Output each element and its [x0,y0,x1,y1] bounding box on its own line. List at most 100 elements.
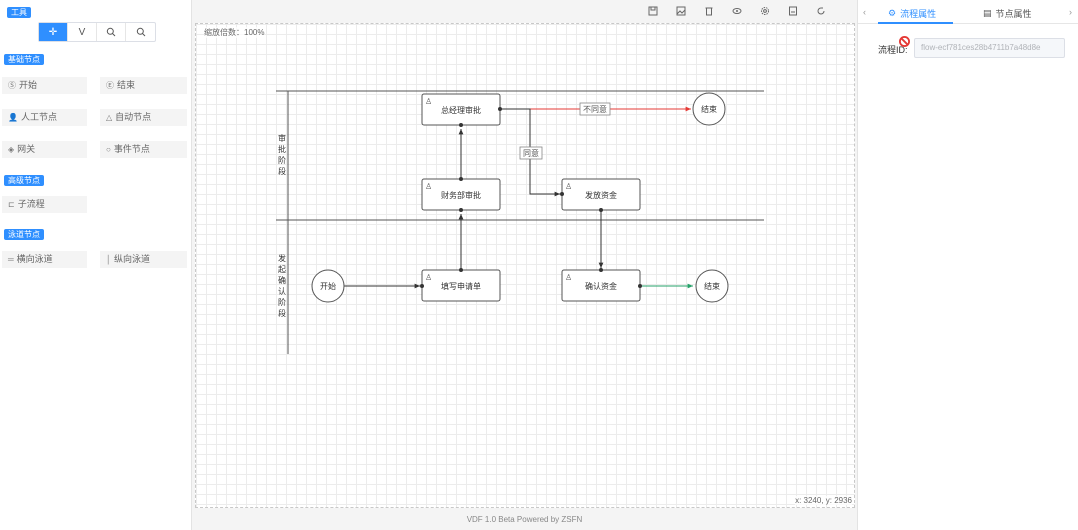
auto-icon: △ [106,113,113,122]
flow-canvas[interactable]: 缩放倍数：100% 审批阶段 发起确认阶段 [195,23,855,508]
palette-manual-node[interactable]: 👤人工节点 [2,109,87,126]
task-confirm-funds-label: 确认资金 [585,281,617,291]
tools-section-header: 工具 [7,7,31,18]
user-icon: ♙ [425,273,432,282]
task-release-funds-label: 发放资金 [585,190,617,200]
palette-vertical-lane[interactable]: │纵向泳道 [100,251,187,268]
palette-subprocess-label: 子流程 [17,199,45,209]
flow-settings-icon: ⚙ [888,8,897,18]
palette-end-label: 结束 [117,80,136,90]
preview-button[interactable] [731,5,743,17]
tab-node-properties[interactable]: ▤ 节点属性 [983,7,1032,20]
pool[interactable] [276,90,764,354]
palette-horizontal-lane-label: 横向泳道 [16,254,53,264]
end-event-top-label: 结束 [701,104,717,114]
edge-gm-reject-to-end[interactable]: 不同意 [500,102,691,116]
palette-auto-label: 自动节点 [115,112,152,122]
settings-icon [761,7,769,15]
subprocess-icon: ⊏ [8,200,15,209]
properties-tabs: ‹ ⚙ 流程属性 ▤ 节点属性 › [858,0,1078,24]
task-release-funds[interactable]: ♙ 发放资金 [560,178,641,212]
palette-gateway-node[interactable]: ◈网关 [2,141,87,158]
palette-horizontal-lane[interactable]: ═横向泳道 [2,251,87,268]
edge-gm-agree-to-release[interactable]: 同意 [500,108,560,197]
task-general-manager-label: 总经理审批 [441,105,481,115]
task-confirm-funds[interactable]: ♙ 确认资金 [561,268,642,302]
diamond-icon: ◈ [8,145,15,154]
palette-auto-node[interactable]: △自动节点 [100,109,187,126]
user-icon: ♙ [565,182,572,191]
flow-diagram: 审批阶段 发起确认阶段 不同意 [276,90,764,354]
task-finance[interactable]: ♙ 财务部审批 [421,177,501,212]
start-circle-icon: Ⓢ [8,81,16,90]
horizontal-lane-icon: ═ [8,255,14,264]
lane-approval[interactable]: 审批阶段 [278,133,286,176]
node-icon: ▤ [983,8,992,18]
palette-manual-label: 人工节点 [20,112,57,122]
cursor-coordinates: x: 3240, y: 2936 [795,496,852,505]
save-button[interactable] [647,5,659,17]
active-tab-indicator [878,22,953,24]
zoom-level: 缩放倍数：100% [204,27,265,38]
preview-icon [732,8,742,14]
delete-button[interactable] [703,5,715,17]
image-icon [676,6,686,16]
user-icon: ♙ [425,182,432,191]
user-icon: 👤 [8,113,18,122]
start-event-label: 开始 [320,281,336,291]
task-general-manager[interactable]: ♙ 总经理审批 [421,93,502,127]
zoom-in-icon [106,27,116,37]
end-event-bottom[interactable]: 结束 [695,269,729,303]
lane-initiate-label: 发起确认阶段 [278,253,286,318]
tab-flow-properties-label: 流程属性 [900,9,937,19]
start-event[interactable]: 开始 [311,269,345,303]
task-finance-label: 财务部审批 [441,190,481,200]
zoom-out-button[interactable] [126,23,155,41]
move-icon: ✛ [48,26,58,38]
tab-node-properties-label: 节点属性 [995,9,1032,19]
delete-icon [705,7,713,16]
lane-approval-label: 审批阶段 [278,133,286,176]
tab-scroll-left-icon[interactable]: ‹ [863,7,866,17]
zoom-out-icon [136,27,145,37]
flow-id-label: 流程ID: [878,45,908,55]
basic-section-header: 基础节点 [4,54,44,65]
task-fill-form[interactable]: ♙ 填写申请单 [420,268,501,302]
flow-id-field[interactable]: flow-ecf781ces28b4711b7a48d8e [914,38,1065,58]
advanced-section-header: 高级节点 [4,175,44,186]
tab-flow-properties[interactable]: ⚙ 流程属性 [888,7,936,20]
save-icon [648,6,658,16]
zoom-in-button[interactable] [97,23,126,41]
end-circle-icon: Ⓔ [106,81,114,90]
user-icon: ♙ [565,273,572,282]
palette-event-node[interactable]: ○事件节点 [100,141,187,158]
export-icon [789,6,797,16]
settings-button[interactable] [759,5,771,17]
palette-subprocess-node[interactable]: ⊏子流程 [2,196,87,213]
select-tool-button[interactable]: V [68,23,97,41]
tool-group: ✛ V [38,22,156,42]
image-button[interactable] [675,5,687,17]
canvas-area: 缩放倍数：100% 审批阶段 发起确认阶段 [192,0,857,530]
export-button[interactable] [787,5,799,17]
edge-label-reject: 不同意 [583,104,607,114]
end-event-top[interactable]: 结束 [692,92,726,126]
properties-panel: ‹ ⚙ 流程属性 ▤ 节点属性 › 流程ID: flow-ecf781ces28… [857,0,1078,530]
palette-gateway-label: 网关 [17,144,36,154]
lane-initiate[interactable]: 发起确认阶段 [278,253,286,318]
user-icon: ♙ [425,97,432,106]
not-allowed-icon [899,36,910,47]
select-icon: V [78,26,86,38]
tab-scroll-right-icon[interactable]: › [1069,7,1072,17]
move-tool-button[interactable]: ✛ [39,23,68,41]
end-event-bottom-label: 结束 [704,281,720,291]
event-icon: ○ [106,145,111,154]
palette-vertical-lane-label: 纵向泳道 [114,254,151,264]
refresh-button[interactable] [815,5,827,17]
footer-credits: VDF 1.0 Beta Powered by ZSFN [466,515,583,524]
palette-event-label: 事件节点 [113,144,150,154]
